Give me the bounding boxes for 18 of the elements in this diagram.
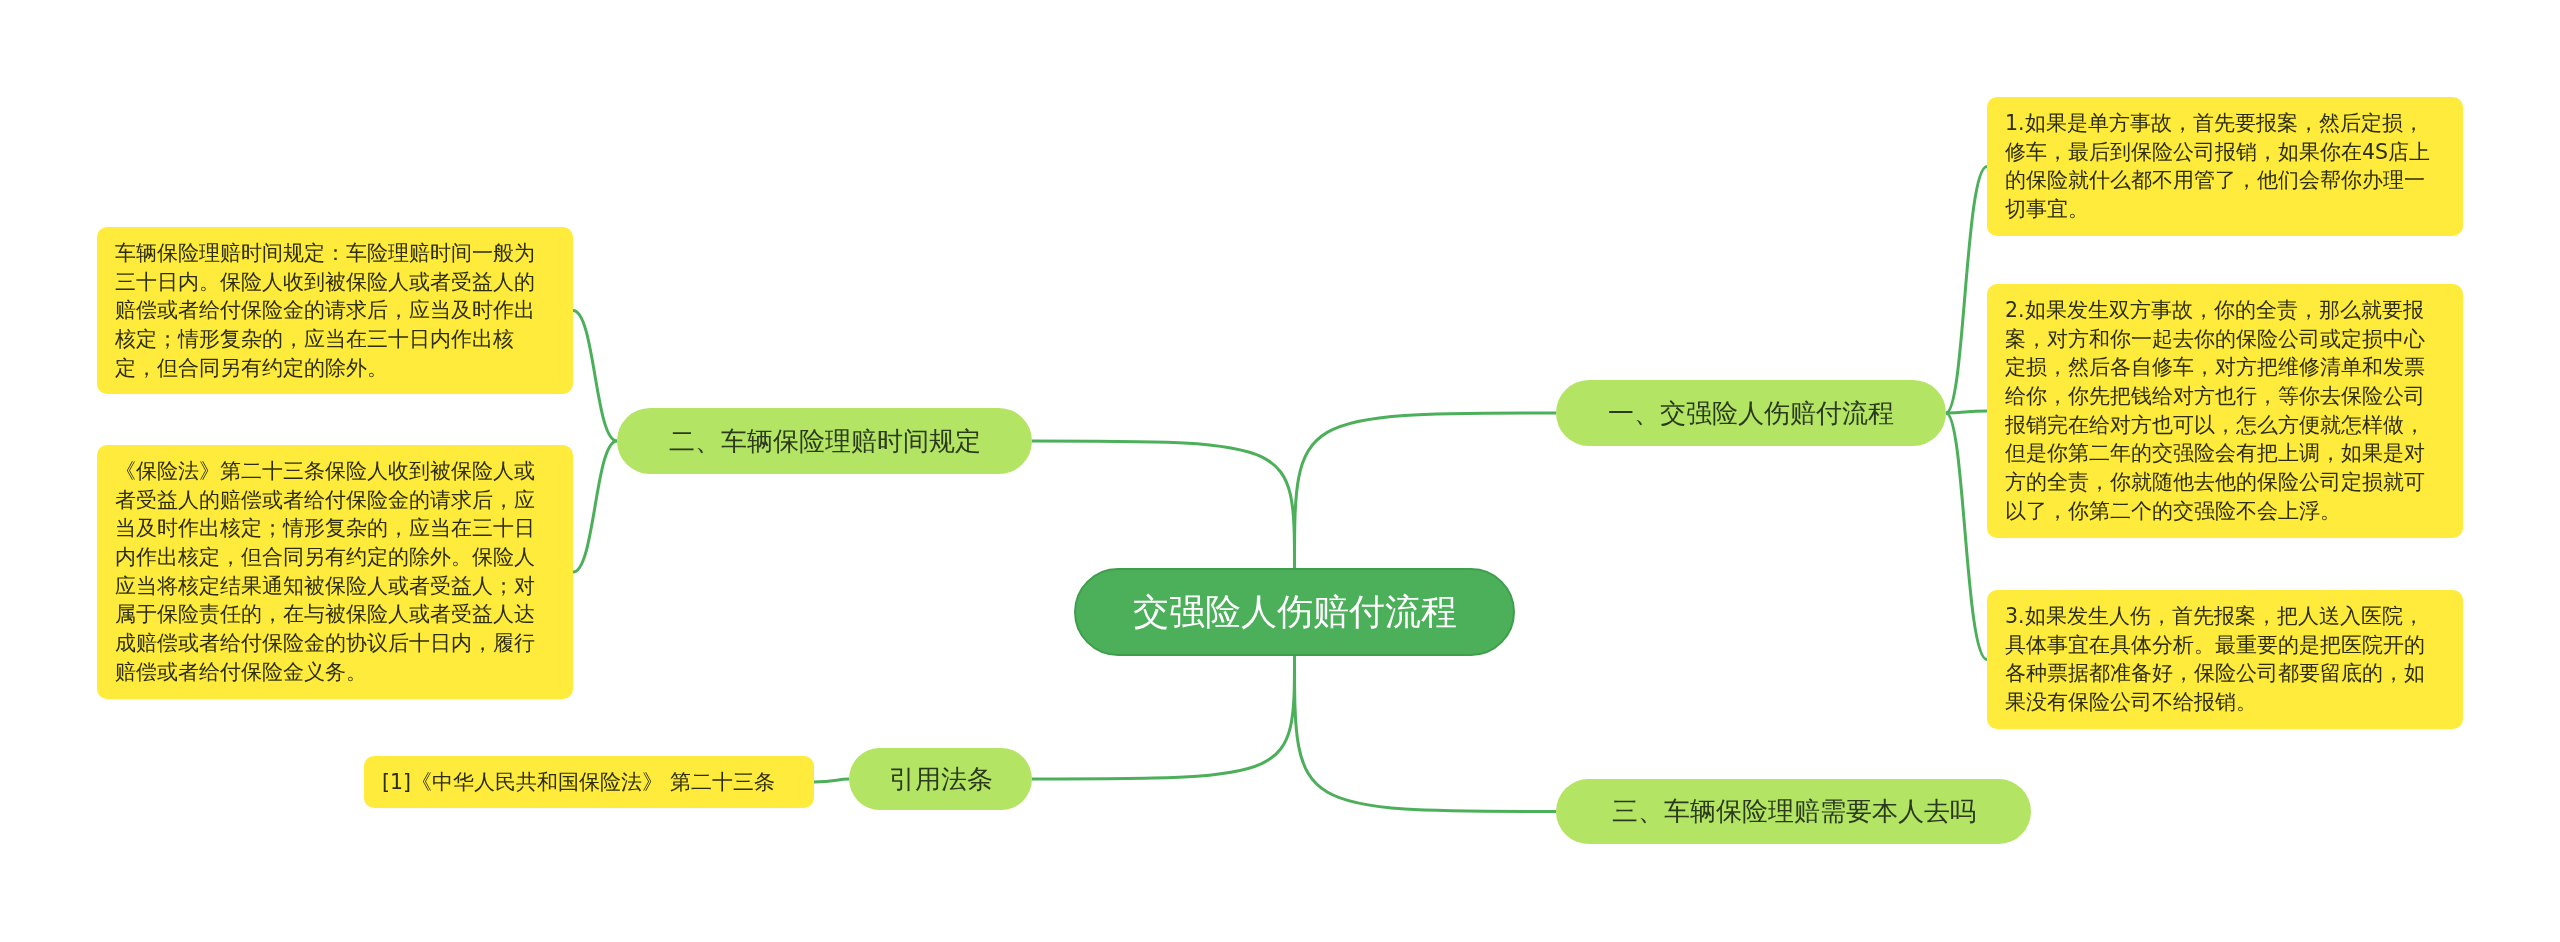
connector-line bbox=[814, 777, 850, 784]
connector-line bbox=[1946, 409, 1987, 415]
connector-line bbox=[1944, 412, 1989, 661]
note-box: 3.如果发生人伤，首先报案，把人送入医院，具体事宜在具体分析。最重要的是把医院开的各种票据都准备好，保险公司都要留底的，如果没有保险公司不给报销。 bbox=[1987, 590, 2463, 729]
note-box: 《保险法》第二十三条保险人收到被保险人或者受益人的赔偿或者给付保险金的请求后，应当及时作出核定；情形复杂的，应当在三十日内作出核定，但合同另有约定的除外。保险人应当将核定结果通知被保险人或者受益人；对属于保险责任的，在与被保险人或者受益人达成赔偿或者给付保险金的协议后十日内，履行赔偿或者给付保险金义务。 bbox=[97, 445, 573, 699]
note-box: 车辆保险理赔时间规定：车险理赔时间一般为三十日内。保险人收到被保险人或者受益人的赔偿或者给付保险金的请求后，应当及时作出核定；情形复杂的，应当在三十日内作出核定，但合同另有约定的除外。 bbox=[97, 227, 573, 395]
note-box: [1]《中华人民共和国保险法》 第二十三条 bbox=[364, 756, 814, 808]
connector-line bbox=[572, 439, 618, 574]
topic-pill: 二、车辆保险理赔时间规定 bbox=[617, 408, 1032, 474]
central-topic: 交强险人伤赔付流程 bbox=[1074, 568, 1515, 656]
connector-line bbox=[1032, 439, 1296, 568]
note-box: 1.如果是单方事故，首先要报案，然后定损，修车，最后到保险公司报销，如果你在4S店上的保险就什么都不用管了，他们会帮你办理一切事宜。 bbox=[1987, 97, 2463, 236]
note-box: 2.如果发生双方事故，你的全责，那么就要报案，对方和你一起去你的保险公司或定损中心定损，然后各自修车，对方把维修清单和发票给你，你先把钱给对方也行，等你去保险公司报销完在给对方也可以，怎么方便就怎样做，但是你第二年的交强险会有把上调，如果是对方的全责，你就随他去他的保险公司定损就可以了，你第二个的交强险不会上浮。 bbox=[1987, 284, 2463, 538]
connector-line bbox=[1293, 656, 1556, 813]
topic-pill: 一、交强险人伤赔付流程 bbox=[1556, 380, 1946, 446]
topic-pill: 三、车辆保险理赔需要本人去吗 bbox=[1556, 779, 2031, 844]
connector-line bbox=[572, 309, 618, 443]
topic-pill: 引用法条 bbox=[849, 748, 1032, 810]
